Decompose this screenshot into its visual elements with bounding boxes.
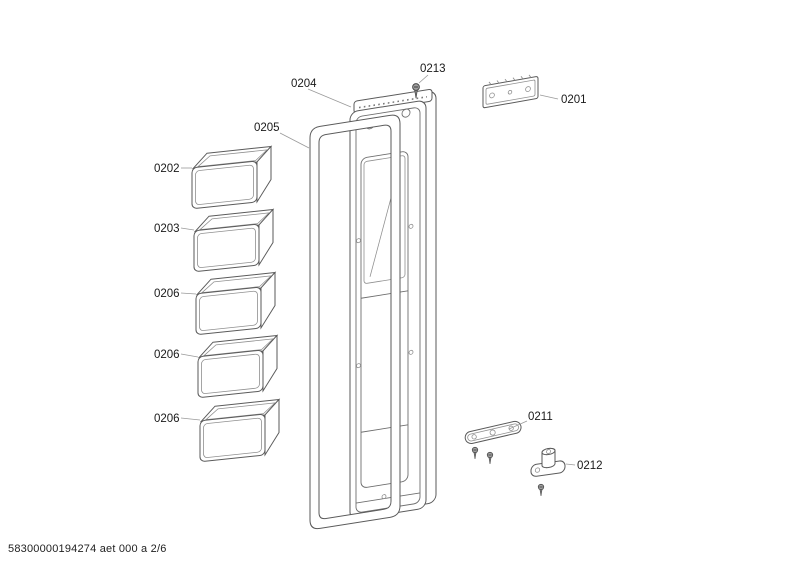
leader-door-panel [307, 88, 352, 108]
document-number: 58300000194274 aet 000 a 2/6 [8, 543, 167, 555]
liner-bottom-band [356, 492, 420, 504]
leader-lines [180, 74, 576, 466]
door-upper-panel [363, 155, 406, 284]
leader-bin-3 [180, 292, 197, 295]
label-hinge-cover: 0201 [561, 94, 587, 106]
leader-gasket [279, 132, 310, 149]
label-bin-3: 0206 [154, 288, 180, 300]
lower-hinge [530, 447, 566, 477]
leader-hinge-cover [539, 94, 559, 100]
door-bin-4 [197, 334, 278, 399]
label-door-panel: 0204 [291, 78, 317, 90]
leader-bracket [508, 420, 528, 430]
label-gasket: 0205 [254, 122, 280, 134]
cover-hatching [488, 74, 532, 85]
door-gasket [309, 114, 401, 530]
gasket-ring [309, 114, 401, 530]
top-hinge-cover [482, 74, 539, 109]
door-liner-recess [360, 151, 409, 488]
hinge-screw [537, 483, 545, 497]
part-labels: 0204 0213 0201 0205 0202 0203 0206 0206 … [154, 63, 603, 472]
bracket-screw-left [471, 446, 479, 460]
label-bracket: 0211 [528, 411, 553, 423]
leader-hinge [565, 463, 576, 466]
leader-bin-4 [180, 353, 199, 358]
door-bin-3 [195, 271, 276, 336]
label-bin-4: 0206 [154, 349, 180, 361]
door-bin-2 [193, 208, 274, 273]
mounting-bracket [464, 420, 522, 444]
leader-bin-2 [180, 227, 195, 231]
label-screw: 0213 [420, 63, 446, 75]
door-vent-dots [359, 96, 427, 109]
bracket-screw-right [486, 451, 494, 465]
label-bin-5: 0206 [154, 413, 180, 425]
label-bin-2: 0203 [154, 223, 180, 235]
door-bin-5 [199, 398, 280, 463]
label-bin-1: 0202 [154, 163, 180, 175]
leader-bin-5 [180, 417, 201, 421]
label-hinge: 0212 [577, 460, 603, 472]
door-bin-1 [191, 145, 272, 210]
liner-screw-holes [356, 223, 414, 500]
leader-screw [418, 74, 429, 84]
